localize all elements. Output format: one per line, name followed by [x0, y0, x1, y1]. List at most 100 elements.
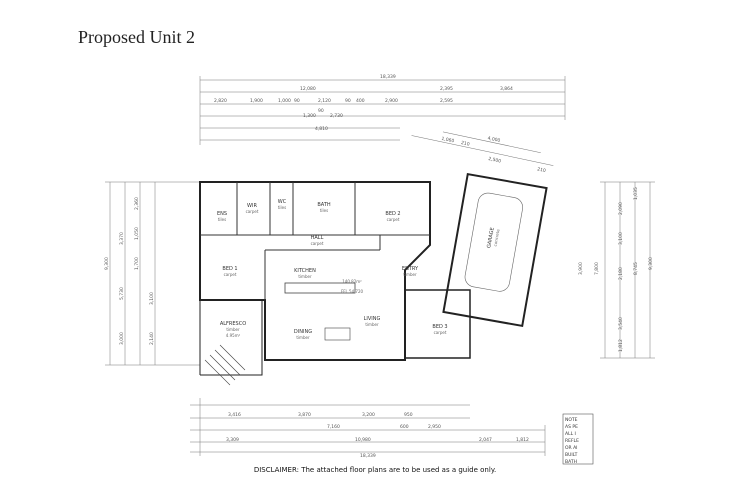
- dim-top-r3-a: 2,820: [214, 98, 227, 104]
- dim-top-r3-e: 2,120: [318, 98, 331, 104]
- dim-bottom-r1-b: 3,870: [298, 412, 311, 418]
- room-name: WC: [278, 199, 287, 205]
- room-finish: concrete: [493, 228, 501, 247]
- dimension-lines-bottom: [190, 398, 546, 456]
- garage-block: [442, 172, 548, 328]
- dining-table: [324, 327, 351, 341]
- dim-bottom-r1-a: 3,416: [228, 412, 241, 418]
- dim-left-overall: 9,300: [104, 257, 110, 270]
- dim-garage-e: 210: [537, 166, 547, 174]
- dim-bottom-overall: 18,339: [360, 453, 376, 459]
- room-name: BED 2: [385, 211, 400, 217]
- room-finish: carpet: [434, 330, 447, 335]
- room-name: BED 1: [222, 266, 237, 272]
- dim-top-r2-b: 2,395: [440, 86, 453, 92]
- dim-top-r4-a: 1,300: [303, 113, 316, 119]
- dim-garage-c: 210: [460, 140, 470, 148]
- room-name: LIVING: [364, 316, 381, 322]
- room-name: ALFRESCO: [220, 321, 246, 327]
- note-line: REFLE: [565, 438, 579, 444]
- room-finish: tiles: [320, 208, 328, 213]
- dim-left-g: 3,100: [149, 292, 155, 305]
- dim-bottom-r2-b: 600: [400, 424, 409, 430]
- room-finish: carpet: [311, 241, 324, 246]
- room-area: 4.95m²: [226, 333, 241, 338]
- dim-right-i: 1,812: [618, 339, 624, 352]
- floor-level: FFL 54.720: [341, 289, 364, 294]
- room-finish: timber: [298, 274, 312, 279]
- walls: [199, 181, 471, 376]
- dim-top-r3-d: 90: [294, 98, 300, 104]
- room-name: GARAGE: [486, 227, 496, 249]
- dim-left-a: 3,370: [119, 232, 125, 245]
- dim-right-d: 2,090: [618, 202, 624, 215]
- room-finish: tiles: [278, 205, 286, 210]
- alfresco-steps: [204, 344, 246, 386]
- floor-area: 140.82m²: [342, 279, 362, 284]
- dim-top-r2-a: 12,080: [300, 86, 316, 92]
- dimension-lines-right: [600, 181, 655, 359]
- dim-right-a: 8,745: [633, 262, 639, 275]
- dim-right-f: 3,100: [618, 232, 624, 245]
- note-line: NOTE: [565, 417, 578, 423]
- page-title: Proposed Unit 2: [78, 27, 195, 47]
- dim-right-b: 3,900: [578, 262, 584, 275]
- dim-bottom-r1-c: 3,200: [362, 412, 375, 418]
- dim-left-e: 1,050: [134, 227, 140, 240]
- dim-bottom-r3-d: 1,812: [516, 437, 529, 443]
- dim-bottom-r3-a: 3,309: [226, 437, 239, 443]
- dim-top-r3-b: 1,900: [250, 98, 263, 104]
- dim-top-r4-c: 2,730: [330, 113, 343, 119]
- dim-left-c: 3,000: [119, 332, 125, 345]
- dim-top-r3-f: 90: [345, 98, 351, 104]
- disclaimer-text: DISCLAIMER: The attached floor plans are…: [253, 466, 497, 474]
- dim-bottom-r2-c: 2,950: [428, 424, 441, 430]
- room-name: WIR: [247, 203, 257, 209]
- dim-right-h: 3,540: [618, 317, 624, 330]
- dimension-lines-top: [199, 76, 566, 145]
- note-line: BUILT: [565, 452, 578, 458]
- notes-box: NOTE AS PE ALL I REFLE OR AI BUILT BATH: [562, 413, 594, 465]
- dim-garage-a: 4,000: [487, 135, 501, 144]
- room-name: HALL: [311, 235, 324, 241]
- room-finish: carpet: [224, 272, 237, 277]
- interior-walls: [200, 182, 430, 300]
- dim-top-r5: 4,810: [315, 126, 328, 132]
- room-name: DINING: [294, 329, 312, 335]
- room-finish: carpet: [387, 217, 400, 222]
- room-name: BATH: [317, 202, 331, 208]
- note-line: BATH: [565, 459, 577, 465]
- dim-right-e: 1,035: [633, 187, 639, 200]
- dim-left-b: 5,730: [119, 287, 125, 300]
- dim-right-overall: 9,300: [648, 257, 654, 270]
- room-finish: timber: [365, 322, 379, 327]
- note-line: ALL I: [565, 431, 576, 437]
- dim-right-c: 7,800: [594, 262, 600, 275]
- dim-top-r3-g: 400: [356, 98, 365, 104]
- dim-garage-d: 2,500: [488, 156, 502, 165]
- room-name: BED 3: [432, 324, 447, 330]
- room-finish: carpet: [246, 209, 259, 214]
- note-line: AS PE: [565, 424, 578, 430]
- dim-bottom-r1-d: 950: [404, 412, 413, 418]
- dim-top-r3-h: 2,900: [385, 98, 398, 104]
- dim-bottom-r3-b: 10,980: [355, 437, 371, 443]
- dim-top-r3-i: 2,595: [440, 98, 453, 104]
- dim-top-r2-c: 3,864: [500, 86, 513, 92]
- room-name: KITCHEN: [294, 268, 316, 274]
- dim-left-h: 2,140: [149, 332, 155, 345]
- kitchen-island: [284, 282, 356, 294]
- room-name: ENS: [217, 211, 227, 217]
- dim-top-r3-c: 1,000: [278, 98, 291, 104]
- room-finish: timber: [226, 327, 240, 332]
- note-line: OR AI: [565, 445, 578, 451]
- dim-left-f: 1,700: [134, 257, 140, 270]
- room-name: ENTRY: [402, 266, 419, 272]
- dim-right-g: 2,180: [618, 267, 624, 280]
- dim-bottom-r2-a: 7,160: [327, 424, 340, 430]
- room-finish: timber: [403, 272, 417, 277]
- dim-bottom-r3-c: 2,047: [479, 437, 492, 443]
- dim-left-d: 2,360: [134, 197, 140, 210]
- room-finish: tiles: [218, 217, 226, 222]
